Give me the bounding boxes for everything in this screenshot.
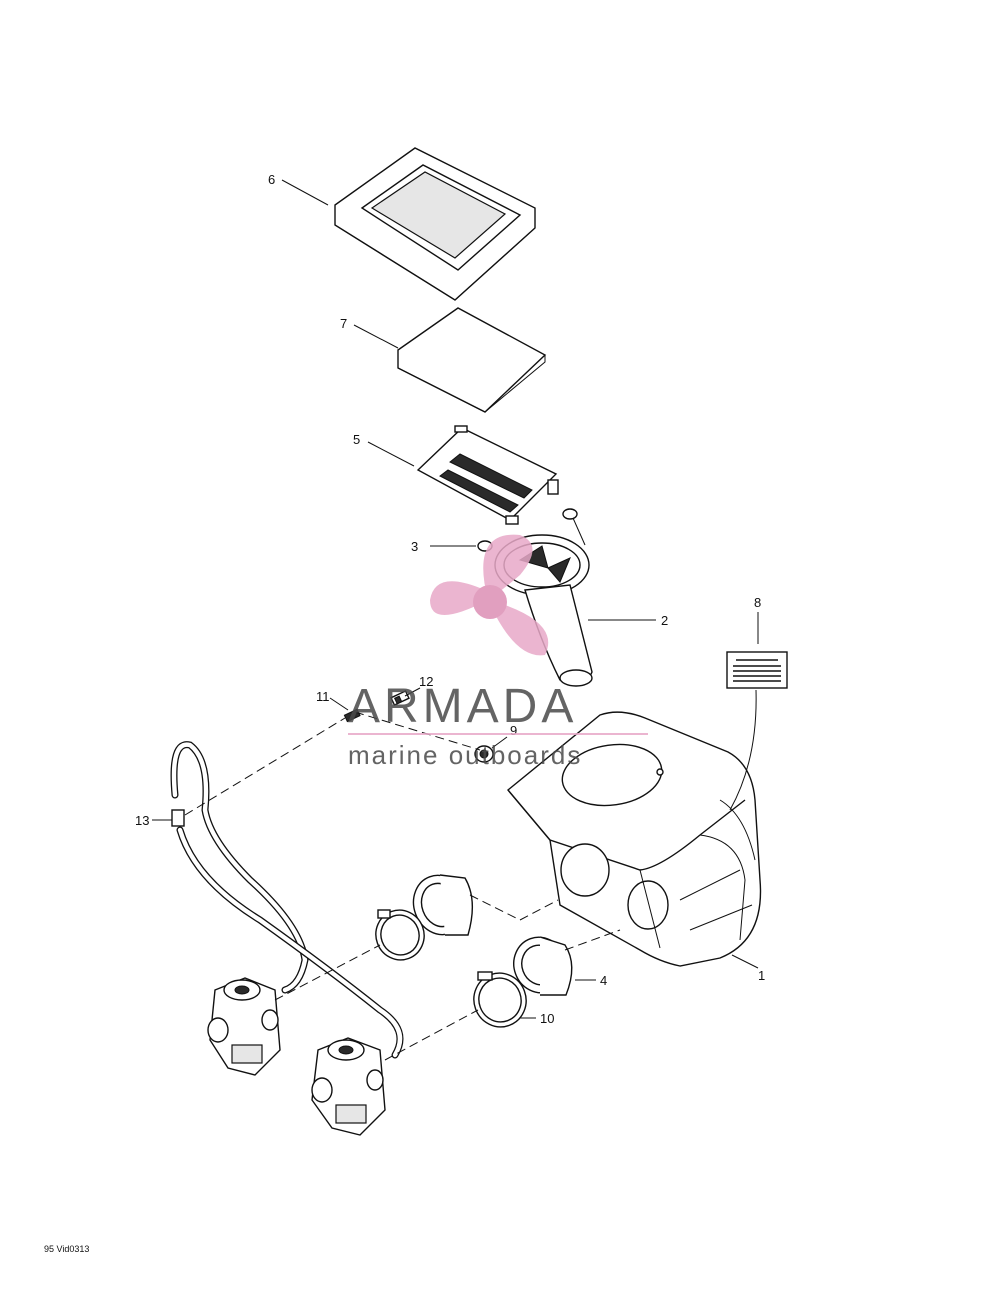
carburetor-lower	[311, 1037, 386, 1136]
part-8-decal	[726, 651, 788, 689]
armada-watermark: ARMADA marine outboards	[348, 534, 648, 770]
part-5-filter-plate	[416, 425, 559, 525]
callout-11: 11	[316, 689, 330, 704]
callout-7: 7	[340, 316, 347, 331]
part-1-air-silencer	[507, 711, 762, 967]
part-10-clamp-upper	[375, 909, 425, 961]
callout-8: 8	[754, 595, 761, 610]
callout-5: 5	[353, 432, 360, 447]
part-10-clamp-lower	[473, 971, 527, 1028]
callout-13: 13	[135, 813, 149, 828]
part-4-adaptor-upper	[412, 874, 473, 936]
watermark-brand: ARMADA	[348, 680, 577, 733]
carburetor-upper	[207, 977, 281, 1076]
leader-lines	[152, 179, 759, 1019]
callout-1: 1	[758, 968, 765, 983]
reference-code: 95 Vid0313	[44, 1244, 89, 1254]
propeller-logo-icon	[430, 534, 549, 656]
callout-2: 2	[661, 613, 668, 628]
callout-4: 4	[600, 973, 607, 988]
watermark-tagline: marine outboards	[348, 740, 582, 770]
part-4-adaptor-lower	[513, 936, 573, 996]
callout-9: 9	[510, 723, 517, 738]
callout-6: 6	[268, 172, 275, 187]
callout-12: 12	[419, 674, 433, 689]
callout-10: 10	[540, 1011, 554, 1026]
part-13-hose	[170, 741, 404, 1059]
part-6-foam-frame	[334, 147, 536, 301]
callout-3: 3	[411, 539, 418, 554]
part-7-filter-pad	[397, 307, 547, 413]
callout-labels: 6 7 5 3 2 8 11 12 9 13 4 10 1	[135, 172, 765, 1026]
assembly-dashed-lines	[184, 711, 621, 1061]
